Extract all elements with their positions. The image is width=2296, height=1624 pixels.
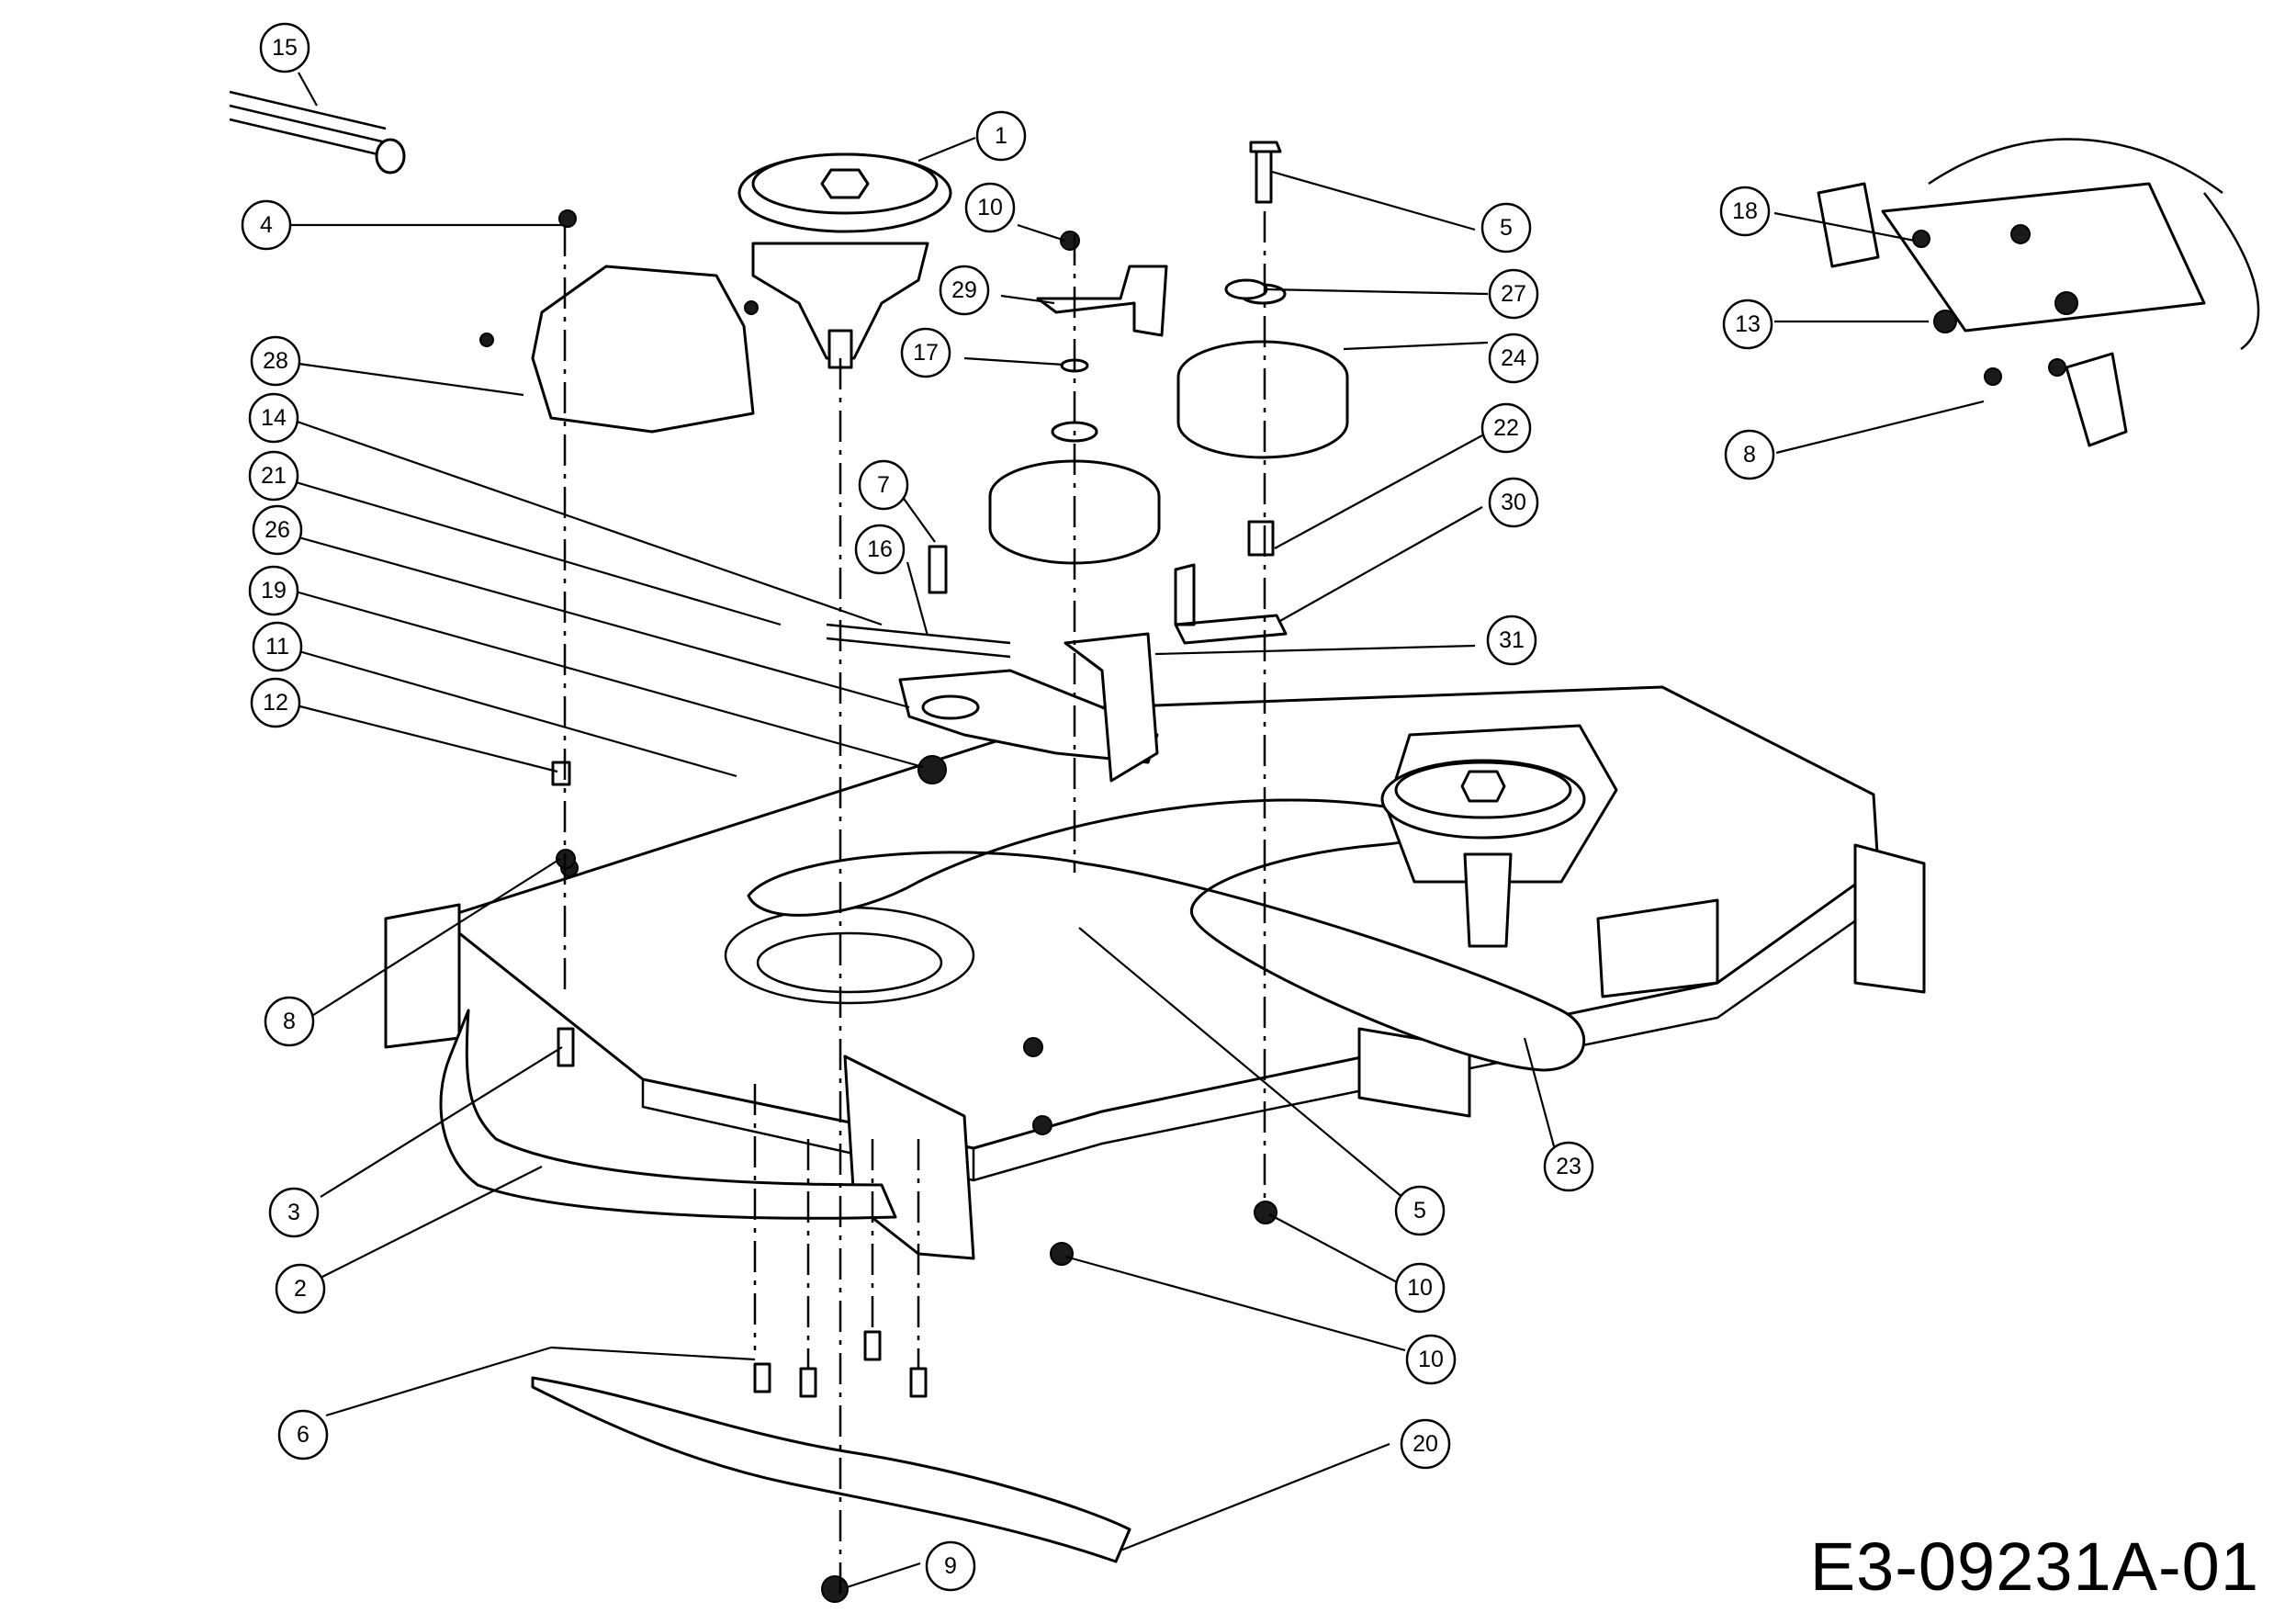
callout-24: 24 — [1488, 333, 1539, 384]
leader-lines — [281, 72, 1985, 1589]
callout-26: 26 — [252, 504, 303, 556]
callout-31: 31 — [1486, 615, 1537, 666]
deck-side-plate — [1596, 898, 1719, 998]
callout-5-top: 5 — [1480, 202, 1532, 254]
svg-text:23: 23 — [1556, 1154, 1581, 1179]
callout-10-mid: 10 — [1394, 1262, 1446, 1314]
svg-text:5: 5 — [1500, 215, 1513, 241]
diagram-code: E3-09231A-01 — [1809, 1528, 2259, 1605]
svg-text:4: 4 — [260, 212, 273, 238]
svg-text:22: 22 — [1493, 415, 1519, 441]
svg-text:1: 1 — [995, 123, 1007, 149]
right-spindle-assembly — [1380, 724, 1618, 948]
svg-text:15: 15 — [272, 35, 298, 61]
idler-pulley-left — [988, 421, 1161, 565]
svg-text:27: 27 — [1501, 281, 1526, 307]
svg-text:30: 30 — [1501, 490, 1526, 515]
callout-2: 2 — [275, 1263, 326, 1314]
spring — [229, 90, 406, 175]
callout-12: 12 — [250, 677, 301, 728]
svg-text:24: 24 — [1501, 345, 1526, 371]
callout-10-low: 10 — [1405, 1334, 1457, 1385]
belt-guard-bracket — [531, 265, 755, 434]
callout-16: 16 — [854, 524, 906, 575]
bolt — [1249, 141, 1282, 204]
svg-text:19: 19 — [261, 578, 287, 603]
callout-11: 11 — [252, 621, 303, 672]
callout-29: 29 — [939, 265, 990, 316]
pulley-bracket — [1036, 265, 1168, 337]
callout-4: 4 — [241, 199, 292, 251]
callout-13: 13 — [1722, 299, 1773, 350]
svg-text:28: 28 — [263, 348, 288, 374]
svg-text:29: 29 — [951, 277, 977, 303]
callout-20: 20 — [1400, 1418, 1451, 1470]
svg-text:10: 10 — [1407, 1275, 1433, 1301]
callout-7: 7 — [858, 459, 909, 511]
svg-text:16: 16 — [867, 536, 893, 562]
svg-text:14: 14 — [261, 405, 287, 431]
discharge-chute — [439, 1009, 897, 1220]
idler-pulley-right — [1176, 283, 1349, 459]
svg-text:7: 7 — [877, 472, 890, 498]
callout-19: 19 — [248, 565, 299, 616]
svg-text:10: 10 — [977, 195, 1003, 220]
svg-text:10: 10 — [1418, 1347, 1444, 1372]
svg-text:21: 21 — [261, 463, 287, 489]
callout-28: 28 — [250, 335, 301, 387]
svg-text:2: 2 — [294, 1276, 307, 1302]
callout-27: 27 — [1488, 268, 1539, 320]
callout-17: 17 — [900, 327, 951, 378]
callout-10-top: 10 — [964, 182, 1016, 233]
svg-text:12: 12 — [263, 690, 288, 716]
assembly-axis-lines — [563, 211, 1266, 1598]
idler-bracket — [1064, 632, 1159, 783]
callout-8: 8 — [264, 996, 315, 1047]
svg-text:3: 3 — [287, 1200, 300, 1225]
drive-belt — [747, 798, 1586, 1072]
svg-text:18: 18 — [1732, 198, 1758, 224]
callout-6: 6 — [277, 1409, 329, 1460]
mower-blade — [531, 1376, 1131, 1563]
idler-arm — [826, 623, 1159, 784]
svg-text:5: 5 — [1413, 1198, 1426, 1224]
callout-15: 15 — [259, 22, 310, 73]
svg-text:31: 31 — [1499, 627, 1525, 653]
callout-22: 22 — [1480, 402, 1532, 454]
callout-21: 21 — [248, 450, 299, 502]
svg-text:13: 13 — [1735, 311, 1761, 337]
svg-text:26: 26 — [264, 517, 290, 543]
svg-text:9: 9 — [944, 1553, 957, 1579]
svg-text:8: 8 — [283, 1009, 296, 1034]
spindle-pulley — [737, 152, 952, 369]
callout-23: 23 — [1543, 1141, 1594, 1192]
belt-keeper-bracket — [1174, 563, 1288, 645]
callout-18: 18 — [1719, 186, 1771, 237]
callout-5-bottom: 5 — [1394, 1185, 1446, 1236]
callout-14: 14 — [248, 392, 299, 444]
inset-detail — [1817, 138, 2260, 447]
svg-text:11: 11 — [265, 634, 289, 660]
svg-text:20: 20 — [1412, 1431, 1438, 1457]
callout-30: 30 — [1488, 477, 1539, 528]
svg-text:17: 17 — [913, 340, 939, 366]
callout-8-inset: 8 — [1724, 429, 1775, 480]
callout-3: 3 — [268, 1187, 320, 1238]
callout-9: 9 — [925, 1540, 976, 1592]
callout-1: 1 — [975, 110, 1027, 162]
svg-text:6: 6 — [297, 1422, 310, 1448]
svg-text:8: 8 — [1743, 442, 1756, 468]
